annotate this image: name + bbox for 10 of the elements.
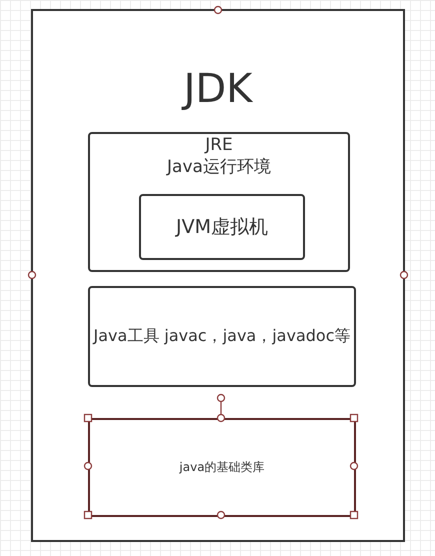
node-label: Java工具 javac，java，javadoc等: [94, 326, 350, 347]
process-box: [88, 418, 356, 517]
node-label: JVM虚拟机: [176, 214, 268, 240]
node-label: JRE: [205, 134, 233, 156]
process-box: [88, 286, 356, 387]
node-label: Java运行环境: [167, 156, 271, 178]
title-text: JDK: [184, 65, 252, 114]
process-box: [88, 132, 350, 272]
node-label: java的基础类库: [179, 460, 265, 476]
process-box: [139, 194, 305, 260]
